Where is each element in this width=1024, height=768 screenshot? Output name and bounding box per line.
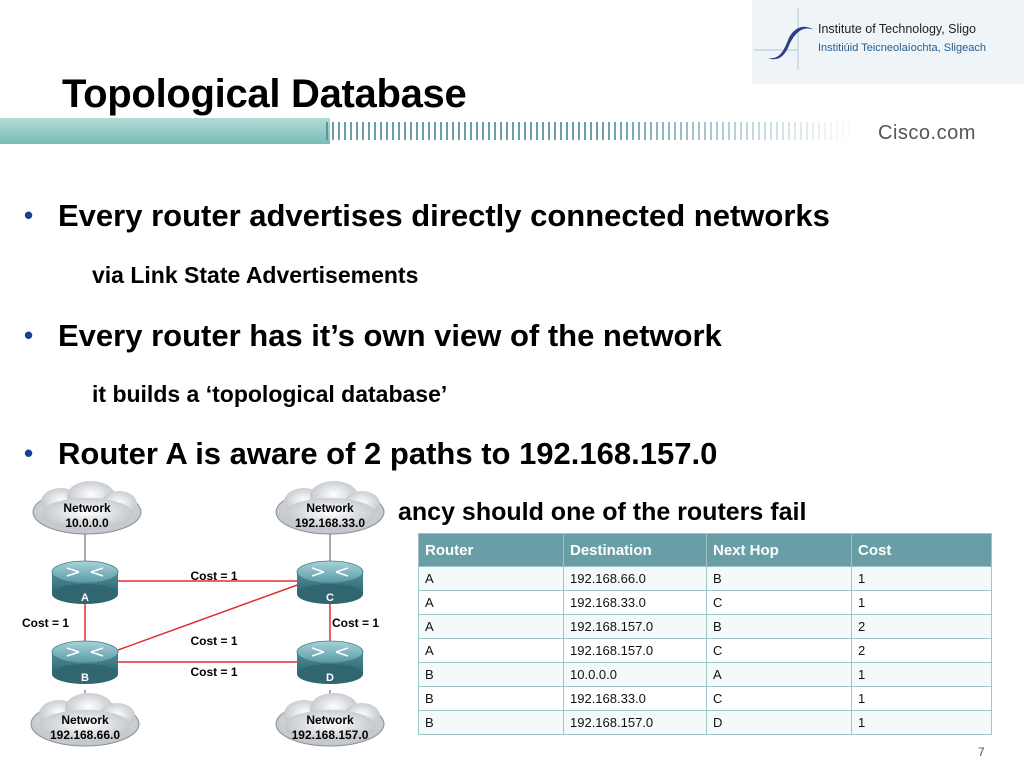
bullet-2-sub: it builds a ‘topological database’ [92,381,448,407]
router-label: A [81,592,89,604]
bullet-dot: • [24,200,34,230]
header-next-hop: Next Hop [706,533,852,567]
router-d: D [296,640,364,685]
network-address: 10.0.0.0 [65,516,109,530]
slide-title: Topological Database [62,72,467,116]
cost-label-a-b: Cost = 1 [22,616,69,630]
header-cost: Cost [851,533,992,567]
table-header-row: Router Destination Next Hop Cost [418,533,992,567]
header-destination: Destination [563,533,707,567]
network-address: 192.168.33.0 [295,516,365,530]
bullet-text: Every router has it’s own view of the ne… [58,318,722,353]
network-address: 192.168.66.0 [50,728,120,742]
institute-name: Institute of Technology, Sligo [818,22,976,36]
router-c: C [296,560,364,605]
network-title: Network [61,713,109,727]
network-links [84,505,331,728]
cloud-network-192-168-66: Network 192.168.66.0 [30,692,140,747]
cloud-network-192-168-157: Network 192.168.157.0 [275,692,385,747]
cloud-network-10: Network 10.0.0.0 [32,480,142,535]
cloud-network-192-168-33: Network 192.168.33.0 [275,480,385,535]
page-number: 7 [978,745,985,759]
network-title: Network [306,713,354,727]
cisco-brand: Cisco.com [878,122,976,144]
router-label: C [326,592,334,604]
router-b: B [51,640,119,685]
header-router: Router [418,533,564,567]
institute-logo: Institute of Technology, Sligo Institiúi… [752,0,1024,84]
network-address: 192.168.157.0 [292,728,369,742]
bullet-3-sub: ancy should one of the routers fail [398,498,807,526]
institute-name-irish: Institiúid Teicneolaíochta, Sligeach [818,42,986,54]
network-title: Network [306,501,354,515]
header-band: Cisco.com [0,118,1024,146]
bullet-dot: • [24,438,34,468]
bullet-text: Router A is aware of 2 paths to 192.168.… [58,436,718,471]
router-label: D [326,672,334,684]
router-a: A [51,560,119,605]
network-diagram: Network 10.0.0.0 Network 192.168.33.0 Ne… [22,480,385,747]
cost-label-b-d: Cost = 1 [190,665,237,679]
bullet-1-sub: via Link State Advertisements [92,262,419,288]
bullet-dot: • [24,320,34,350]
network-title: Network [63,501,111,515]
cost-label-c-d: Cost = 1 [332,616,379,630]
router-label: B [81,672,89,684]
cost-label-a-c: Cost = 1 [190,569,237,583]
cost-label-b-c: Cost = 1 [190,634,237,648]
bullet-text: Every router advertises directly connect… [58,198,830,233]
logo-mark-icon [754,8,814,70]
